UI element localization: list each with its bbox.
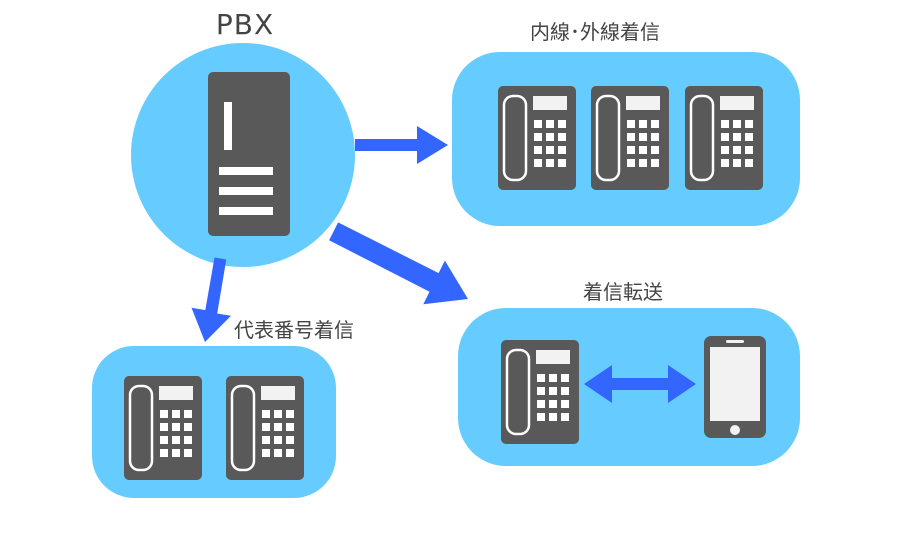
group-number-call-label: 代表番号着信 [234,318,354,342]
pbx-label: PBX [215,8,275,41]
desk-phone-icon [499,338,581,446]
call-transfer-label: 着信転送 [583,280,663,304]
double-arrow-icon [584,365,696,403]
arrow-icon [329,222,468,305]
internal-external-call-label: 内線･外線着信 [530,20,660,44]
desk-phone-icon [122,374,204,482]
arrow-icon [355,126,448,164]
desk-phone-icon [589,84,671,192]
pbx-server-icon [208,72,290,236]
smartphone-icon [704,336,766,438]
desk-phone-icon [224,374,306,482]
desk-phone-icon [683,84,765,192]
arrow-icon [191,257,231,342]
desk-phone-icon [496,84,578,192]
